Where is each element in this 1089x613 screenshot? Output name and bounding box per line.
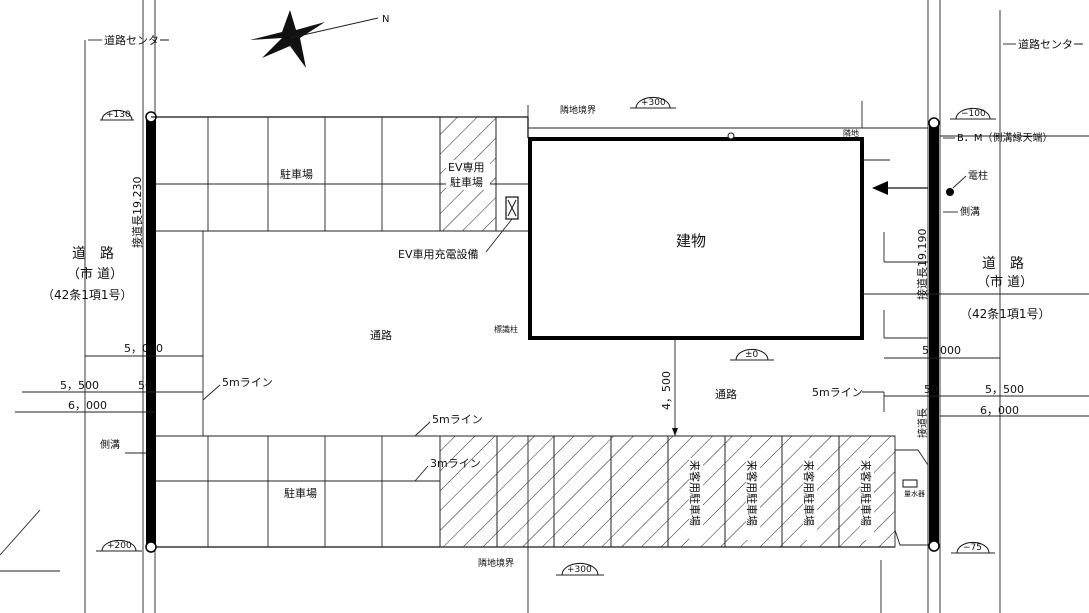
meter-box-label: 量水器	[904, 489, 925, 498]
building-label: 建物	[676, 232, 706, 250]
entry-arrow-icon	[872, 181, 888, 195]
level-marker-top-mid: +300	[630, 96, 676, 109]
svg-text:6，000: 6，000	[68, 399, 107, 412]
svg-text:+300: +300	[567, 565, 592, 575]
svg-text:−100: −100	[961, 109, 986, 119]
road-right-label: 道 路 （市 道） （42条1項1号）	[960, 256, 1051, 321]
svg-text:（42条1項1号）: （42条1項1号）	[960, 307, 1051, 321]
svg-text:+300: +300	[641, 98, 666, 108]
frontage-bottom-right-label: 接道長	[916, 408, 929, 438]
line-5m-a-label: 5mライン	[222, 376, 273, 389]
road-center-label-right: 道路センター	[1018, 37, 1084, 51]
svg-text:道 路: 道 路	[982, 256, 1024, 272]
hatched-parking-2	[496, 435, 555, 548]
road-left-label: 道 路 （市 道） （42条1項1号）	[42, 246, 133, 302]
svg-text:50: 50	[924, 383, 938, 396]
boundary-top-label: 隣地境界	[560, 104, 596, 116]
svg-text:50: 50	[138, 379, 152, 392]
level-marker-top-right: −100	[950, 107, 996, 120]
frontage-right-label: 接道長19.190	[915, 229, 929, 301]
svg-text:来客用駐車場: 来客用駐車場	[745, 460, 759, 526]
north-compass-icon: N	[250, 10, 389, 68]
small-label-top: 隣地	[843, 128, 859, 138]
hatched-parking-3	[553, 435, 612, 548]
level-marker-center: ±0	[730, 348, 774, 361]
dimension-4500-label: 4，500	[660, 371, 673, 410]
parking-bottom-label: 駐車場	[284, 486, 317, 500]
gutter-left-label: 側溝	[100, 438, 120, 451]
svg-text:来客用駐車場: 来客用駐車場	[802, 460, 816, 526]
building-footprint	[528, 137, 864, 340]
gutter-right-label: 側溝	[960, 205, 980, 218]
passage-main-label: 通路	[370, 329, 392, 342]
level-marker-bottom-left: +200	[96, 539, 142, 552]
svg-text:−75: −75	[963, 543, 982, 553]
boundary-bottom-label: 隣地境界	[478, 557, 514, 569]
benchmark-label: B．M（側溝縁天端）	[957, 131, 1053, 144]
level-marker-top-left: +130	[100, 109, 134, 121]
visitor-parking-labels: 来客用駐車場 来客用駐車場 来客用駐車場 来客用駐車場	[688, 458, 874, 540]
north-marker-label: N	[382, 14, 389, 25]
level-marker-bottom-right: −75	[951, 541, 995, 554]
ev-parking-label-2: 駐車場	[450, 175, 483, 189]
svg-text:（市 道）: （市 道）	[67, 266, 123, 282]
site-left-edge	[146, 117, 156, 547]
right-dimensions: 5，000 5，500 6，000 50	[884, 344, 1089, 417]
svg-text:来客用駐車場: 来客用駐車場	[688, 460, 702, 526]
meter-box-icon	[902, 479, 918, 488]
bottom-parking-grid	[207, 436, 441, 547]
svg-text:道 路: 道 路	[72, 246, 114, 262]
svg-text:±0: ±0	[745, 350, 759, 360]
sign-pole-label: 標識柱	[494, 324, 518, 334]
parking-top-label: 駐車場	[280, 167, 313, 181]
pole-label: 電柱	[968, 169, 988, 182]
svg-text:+130: +130	[106, 110, 131, 120]
svg-text:5，000: 5，000	[922, 344, 961, 357]
ev-parking-label-1: EV専用	[448, 161, 484, 174]
road-center-lines	[0, 0, 1001, 613]
hatched-parking-1	[439, 435, 498, 548]
svg-text:5，000: 5，000	[124, 342, 163, 355]
pole-icon	[946, 188, 954, 196]
svg-text:（市 道）: （市 道）	[977, 274, 1033, 290]
ev-charger-label: EV車用充電設備	[398, 247, 478, 261]
svg-text:5，500: 5，500	[60, 379, 99, 392]
road-center-label-left: 道路センター	[104, 33, 170, 47]
svg-text:5，500: 5，500	[985, 383, 1024, 396]
passage-right-label: 通路	[715, 388, 737, 401]
line-5m-b-label: 5mライン	[432, 413, 483, 426]
left-dimensions: 5，000 5，500 6，000 50	[15, 342, 203, 413]
site-right-edge	[929, 123, 939, 546]
hatched-parking-4	[610, 435, 669, 548]
svg-text:+200: +200	[107, 541, 132, 551]
line-5m-c-label: 5mライン	[812, 386, 863, 399]
svg-text:6，000: 6，000	[980, 404, 1019, 417]
svg-text:来客用駐車場: 来客用駐車場	[859, 460, 873, 526]
level-marker-bottom-mid: +300	[556, 562, 604, 576]
svg-text:（42条1項1号）: （42条1項1号）	[42, 288, 133, 302]
frontage-left-label: 接道長19.230	[130, 177, 144, 249]
